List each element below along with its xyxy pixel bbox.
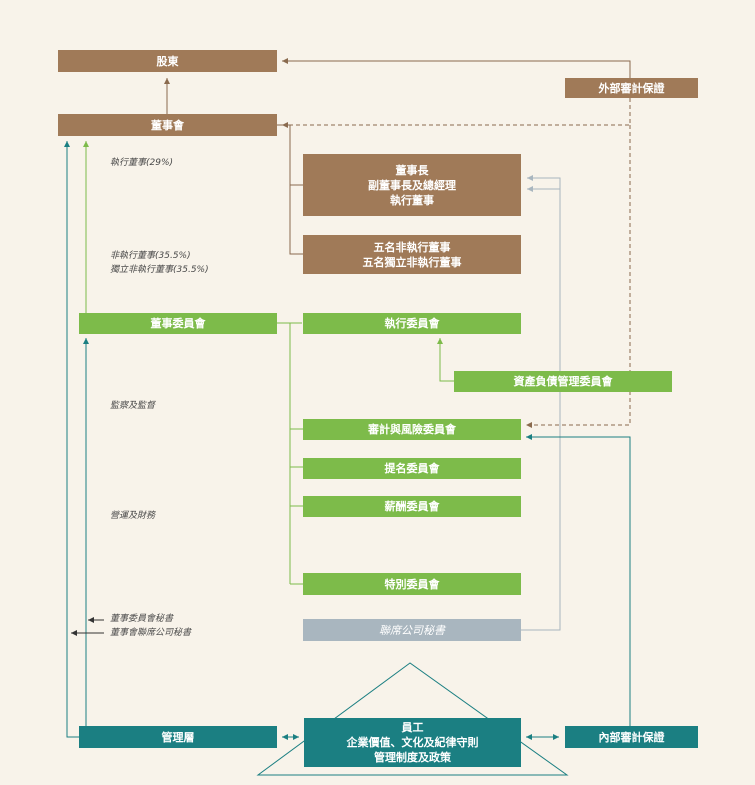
executive-committee-box: 執行委員會	[303, 313, 521, 334]
management-box: 管理層	[79, 726, 277, 748]
external-audit-box: 外部審計保證	[565, 78, 698, 98]
alm-committee-label: 資產負債管理委員會	[513, 375, 613, 388]
executive-directors-label: 執行董事	[390, 193, 434, 207]
nomination-committee-box: 提名委員會	[303, 458, 521, 479]
joint-secretary-box: 聯席公司秘書	[303, 619, 521, 641]
audit-risk-committee-label: 審計與風險委員會	[368, 423, 456, 436]
board-committees-label: 董事委員會	[150, 317, 206, 330]
chairman-group-box: 董事長 副董事長及總經理 執行董事	[303, 154, 521, 216]
staff-label: 員工	[401, 721, 424, 734]
executive-committee-label: 執行委員會	[384, 317, 440, 330]
committee-secretary-note: 董事委員會秘書	[110, 614, 174, 624]
operations-note: 營運及財務	[110, 511, 156, 521]
staff-group-box: 員工 企業價值、文化及紀律守則 管理制度及政策	[304, 718, 521, 767]
internal-audit-label: 內部審計保證	[598, 730, 665, 744]
non-exec-group-box: 五名非執行董事 五名獨立非執行董事	[303, 235, 521, 274]
special-committee-box: 特別委員會	[303, 573, 521, 595]
non-exec-directors-label: 五名非執行董事	[373, 240, 451, 254]
joint-secretary-label: 聯席公司秘書	[379, 623, 445, 637]
independent-directors-note: 獨立非執行董事(35.5%)	[110, 265, 209, 275]
chairman-label: 董事長	[395, 163, 429, 177]
alm-committee-box: 資產負債管理委員會	[454, 371, 672, 392]
internal-audit-box: 內部審計保證	[565, 726, 698, 748]
remuneration-committee-label: 薪酬委員會	[384, 500, 440, 513]
board-committees-box: 董事委員會	[79, 313, 277, 334]
management-label: 管理層	[161, 730, 195, 744]
non-exec-directors-note: 非執行董事(35.5%)	[110, 251, 191, 261]
external-audit-label: 外部審計保證	[598, 81, 665, 95]
board-box: 董事會	[58, 114, 277, 136]
nomination-committee-label: 提名委員會	[384, 462, 440, 475]
board-joint-secretary-note: 董事會聯席公司秘書	[110, 628, 192, 638]
special-committee-label: 特別委員會	[384, 577, 440, 591]
shareholders-label: 股東	[156, 54, 179, 68]
audit-risk-committee-box: 審計與風險委員會	[303, 419, 521, 440]
exec-directors-note: 執行董事(29%)	[110, 158, 174, 168]
independent-directors-label: 五名獨立非執行董事	[362, 255, 462, 269]
supervision-note: 監察及監督	[110, 401, 156, 411]
board-label: 董事會	[151, 118, 184, 132]
vice-chairman-label: 副董事長及總經理	[368, 178, 456, 192]
remuneration-committee-box: 薪酬委員會	[303, 496, 521, 517]
shareholders-box: 股東	[58, 50, 277, 72]
policies-label: 管理制度及政策	[374, 751, 451, 764]
values-code-label: 企業價值、文化及紀律守則	[346, 736, 479, 749]
